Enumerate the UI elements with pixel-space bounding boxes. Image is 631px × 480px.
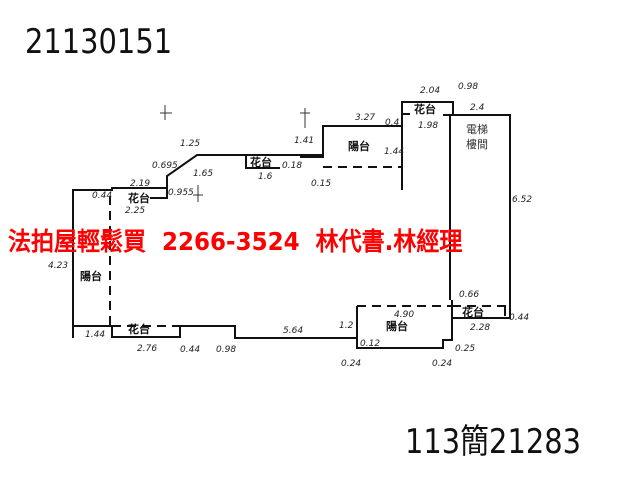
svg-text:0.25: 0.25 xyxy=(455,344,475,354)
svg-text:0.12: 0.12 xyxy=(360,339,380,349)
case-number-bottom: 113簡21283 xyxy=(405,422,582,462)
svg-text:0.24: 0.24 xyxy=(432,359,452,369)
svg-text:0.44: 0.44 xyxy=(509,313,529,323)
svg-text:1.6: 1.6 xyxy=(258,172,273,182)
tick-marks xyxy=(160,105,310,202)
elevator-label: 樓間 xyxy=(466,137,488,151)
balcony-bottom-label: 陽台 xyxy=(386,319,408,333)
svg-text:0.955: 0.955 xyxy=(168,188,194,198)
svg-text:0.66: 0.66 xyxy=(459,290,479,300)
flower-bed-label: 花台 xyxy=(414,102,436,116)
dashed-lines xyxy=(109,152,505,327)
svg-text:1.44: 1.44 xyxy=(85,330,105,340)
svg-text:2.04: 2.04 xyxy=(420,86,440,96)
svg-text:0.15: 0.15 xyxy=(311,179,331,189)
flower-bed-label: 花台 xyxy=(462,305,484,319)
svg-text:0.24: 0.24 xyxy=(341,359,361,369)
dimension-labels: 0.44 2.19 2.25 0.955 0.695 1.25 1.65 1.6… xyxy=(48,82,532,369)
case-number-top: 21130151 xyxy=(25,22,173,62)
svg-text:3.27: 3.27 xyxy=(355,113,375,123)
elevator-label: 電梯 xyxy=(466,123,488,136)
svg-text:6.52: 6.52 xyxy=(512,195,532,205)
svg-text:2.28: 2.28 xyxy=(470,323,490,333)
svg-text:1.25: 1.25 xyxy=(180,139,200,149)
svg-text:0.44: 0.44 xyxy=(92,191,112,201)
svg-text:2.25: 2.25 xyxy=(125,206,145,216)
svg-text:0.98: 0.98 xyxy=(458,82,478,92)
svg-text:1.98: 1.98 xyxy=(418,121,438,131)
svg-text:2.76: 2.76 xyxy=(137,344,157,354)
svg-text:0.18: 0.18 xyxy=(282,161,302,171)
flower-bed-label: 花台 xyxy=(250,155,272,169)
svg-text:5.64: 5.64 xyxy=(283,326,303,336)
advertisement-text: 法拍屋輕鬆買 2266-3524 林代書.林經理 xyxy=(8,227,463,256)
svg-text:4.90: 4.90 xyxy=(394,310,414,320)
balcony-top-label: 陽台 xyxy=(348,139,370,153)
svg-text:0.4: 0.4 xyxy=(385,118,400,128)
flower-bed-label: 花台 xyxy=(128,191,150,205)
balcony-left-label: 陽台 xyxy=(80,269,102,283)
svg-text:2.19: 2.19 xyxy=(130,179,150,189)
svg-text:1.41: 1.41 xyxy=(294,136,314,146)
svg-text:0.695: 0.695 xyxy=(152,161,178,171)
svg-text:1.65: 1.65 xyxy=(193,169,213,179)
svg-text:0.98: 0.98 xyxy=(216,345,236,355)
svg-text:1.44: 1.44 xyxy=(384,147,404,157)
svg-text:0.44: 0.44 xyxy=(180,345,200,355)
svg-text:4.23: 4.23 xyxy=(48,261,68,271)
flower-bed-label: 花台 xyxy=(128,322,150,336)
svg-text:2.4: 2.4 xyxy=(470,103,485,113)
svg-text:1.2: 1.2 xyxy=(339,321,354,331)
